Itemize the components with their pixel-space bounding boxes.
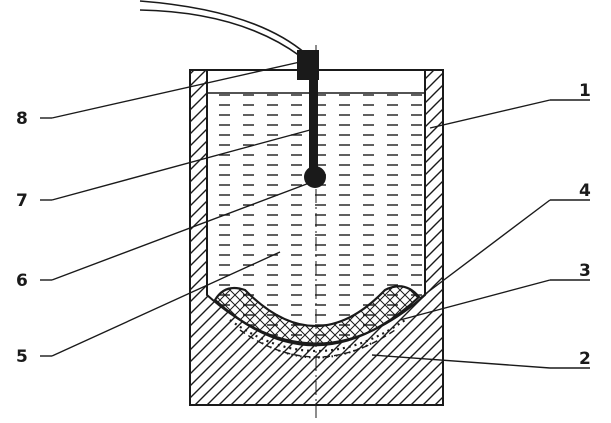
label-2: 2 <box>579 349 591 369</box>
label-4: 4 <box>579 181 591 201</box>
probe-rod <box>309 78 318 177</box>
label-3: 3 <box>579 261 591 281</box>
leader-lines <box>40 61 590 369</box>
label-7: 7 <box>16 191 28 211</box>
dotted-layer <box>229 319 406 358</box>
label-1: 1 <box>579 81 591 101</box>
label-6: 6 <box>16 271 28 291</box>
label-8: 8 <box>16 109 28 129</box>
probe-head <box>297 50 319 80</box>
probe-ball <box>304 166 326 188</box>
label-5: 5 <box>16 347 28 367</box>
cable <box>139 0 307 57</box>
